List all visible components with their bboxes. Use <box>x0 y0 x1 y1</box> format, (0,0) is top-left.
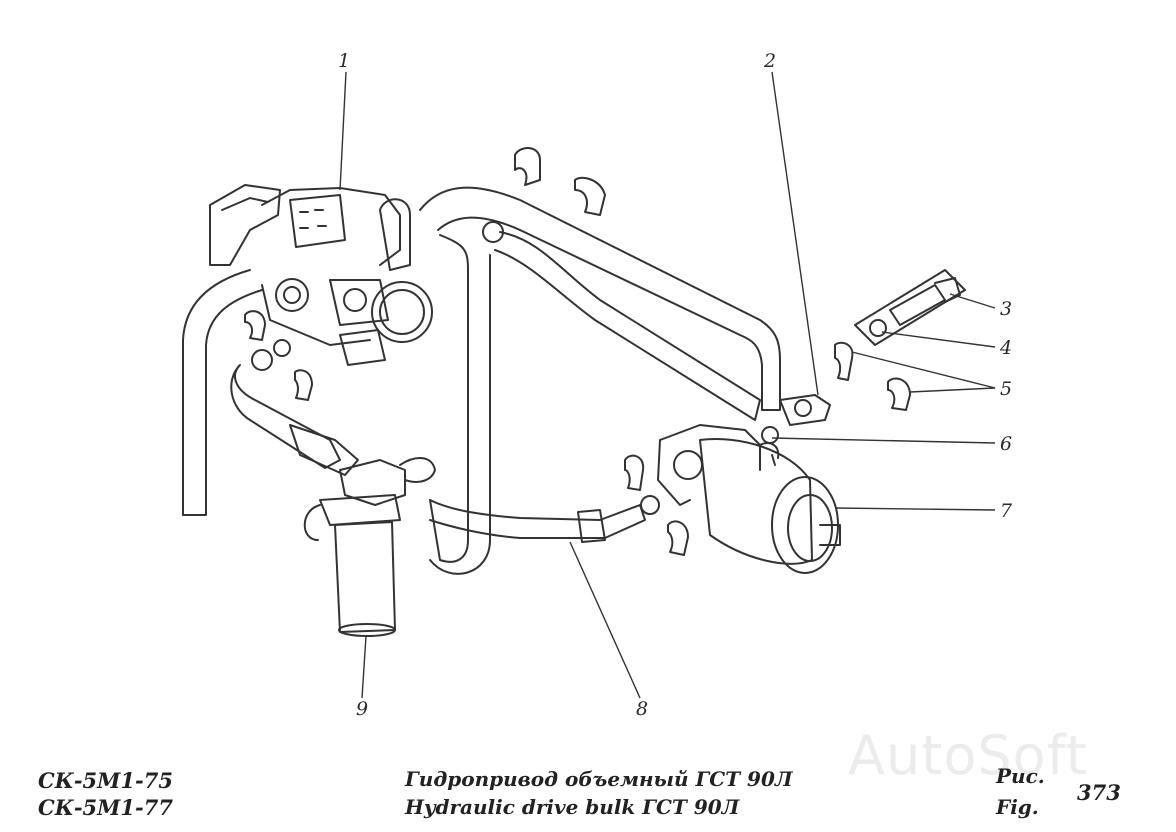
callout-9: 9 <box>356 698 369 720</box>
callout-6: 6 <box>1000 433 1013 455</box>
leader-7 <box>834 507 996 511</box>
leader-9 <box>361 635 367 699</box>
return-pipe-upper <box>419 186 781 411</box>
bolt-tray <box>854 269 966 346</box>
clamp-top-1 <box>514 147 541 186</box>
drain-pipe <box>429 234 491 575</box>
leader-1 <box>339 71 347 191</box>
caption-english: Hydraulic drive bulk ГСТ 90Л <box>405 795 740 819</box>
leader-4 <box>881 331 996 348</box>
leader-6 <box>771 437 996 444</box>
clamp-mid-left <box>294 369 313 401</box>
oil-filter <box>303 457 436 637</box>
leader-8 <box>569 541 641 699</box>
suction-pipe-left <box>182 269 263 516</box>
figure-label-russian: Рис. <box>996 764 1045 788</box>
callout-7: 7 <box>1000 500 1013 522</box>
clamp-left <box>244 310 266 341</box>
pressure-hose <box>494 231 761 421</box>
motor-hose <box>429 499 646 539</box>
leader-5 <box>851 351 996 393</box>
callout-8: 8 <box>636 698 649 720</box>
watermark: AutoSoft <box>848 724 1088 787</box>
callout-1: 1 <box>338 50 351 72</box>
callout-3: 3 <box>1000 298 1013 320</box>
figure-label-english: Fig. <box>996 795 1039 819</box>
callout-5: 5 <box>1000 378 1013 400</box>
model-code-2: СК-5М1-77 <box>38 795 173 820</box>
clamp-motor-lower <box>667 520 689 556</box>
leader-2 <box>771 71 819 396</box>
hydraulic-motor <box>657 424 841 574</box>
tee-fitting <box>779 394 831 426</box>
callout-2: 2 <box>764 50 777 72</box>
bolt <box>889 284 946 326</box>
clamp-top-2 <box>574 176 606 216</box>
leader-3 <box>949 293 996 309</box>
callout-4: 4 <box>1000 337 1013 359</box>
model-code-1: СК-5М1-75 <box>38 768 173 793</box>
figure-number: 373 <box>1077 780 1121 805</box>
clamp-motor-upper <box>624 454 645 491</box>
clamp-half-5 <box>887 377 911 411</box>
pump-assembly <box>209 184 433 366</box>
caption-russian: Гидропривод объемный ГСТ 90Л <box>405 767 793 791</box>
clamp-half-4 <box>834 341 854 381</box>
filter-inlet-hose <box>230 364 341 469</box>
